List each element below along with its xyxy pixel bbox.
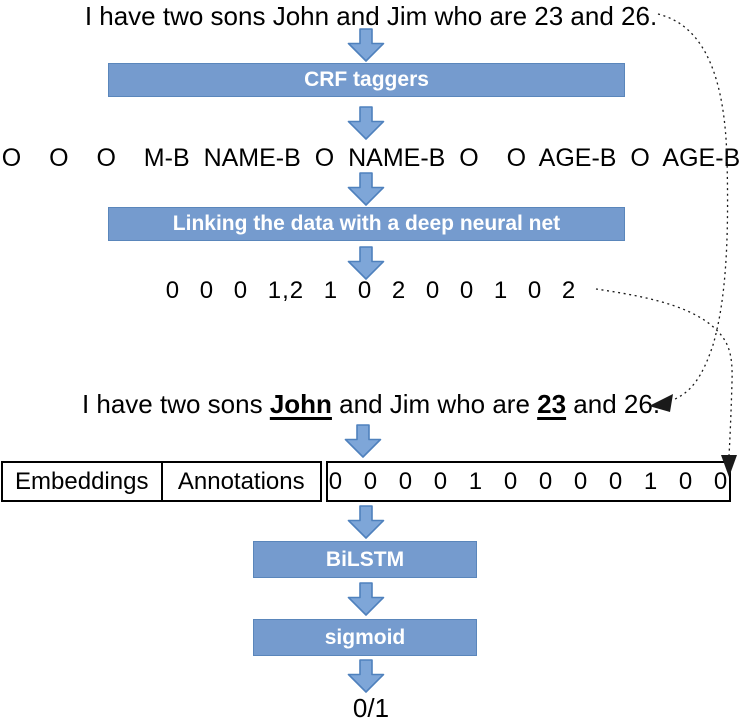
bilstm-label: BiLSTM: [325, 547, 405, 571]
feature-table-left: Embeddings Annotations: [1, 461, 322, 502]
down-arrow-icon: [345, 172, 387, 206]
crf-taggers-box: CRF taggers: [108, 63, 625, 97]
input-sentence: I have two sons John and Jim who are 23 …: [84, 1, 658, 31]
output-label: 0/1: [352, 693, 390, 723]
down-arrow-icon: [345, 106, 387, 140]
codes-transfer-dotted-line: [595, 288, 733, 457]
embeddings-label: Embeddings: [15, 467, 149, 495]
annotation-vector-cell: 0 0 0 0 1 0 0 0 0 1 0 0: [326, 461, 731, 502]
down-arrow-icon: [345, 28, 387, 62]
annotations-label: Annotations: [177, 467, 305, 495]
down-arrow-icon: [342, 424, 384, 458]
annotated-sentence: I have two sons John and Jim who are 23 …: [0, 389, 742, 419]
annotations-cell: Annotations: [160, 463, 321, 500]
down-arrow-icon: [345, 246, 387, 280]
down-arrow-icon: [345, 582, 387, 616]
tag-sequence: O O O M-B NAME-B O NAME-B O O AGE-B O AG…: [1, 144, 741, 172]
linking-label: Linking the data with a deep neural net: [172, 212, 561, 235]
down-arrow-icon: [345, 659, 387, 693]
sigmoid-box: sigmoid: [253, 619, 477, 656]
bilstm-box: BiLSTM: [253, 541, 477, 578]
down-arrow-icon: [345, 505, 387, 539]
crf-taggers-label: CRF taggers: [304, 68, 429, 91]
annotated-entity-age: 23: [537, 389, 567, 419]
annotated-sentence-part: I have two sons: [81, 389, 270, 419]
annotated-entity-name: John: [269, 389, 332, 419]
linking-box: Linking the data with a deep neural net: [108, 207, 625, 241]
annotation-vector: 0 0 0 0 1 0 0 0 0 1 0 0: [328, 467, 729, 495]
annotated-sentence-part: and Jim who are: [331, 389, 538, 419]
code-sequence: 0 0 0 1,2 1 0 2 0 0 1 0 2: [165, 277, 577, 304]
sentence-copy-dotted-line: [657, 13, 729, 401]
embeddings-cell: Embeddings: [3, 463, 161, 500]
annotated-sentence-part: and 26.: [566, 389, 661, 419]
sigmoid-label: sigmoid: [324, 625, 406, 649]
